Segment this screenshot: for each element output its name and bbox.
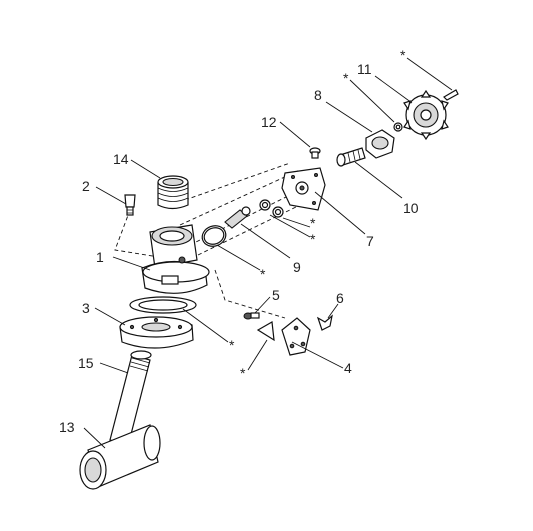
asterisk-washer-1: * xyxy=(310,215,316,231)
asterisk-o-ring: * xyxy=(260,266,266,282)
callout-13: 13 xyxy=(59,419,75,435)
part-9-stem xyxy=(224,206,251,229)
part-4-cover-plate xyxy=(281,317,311,356)
callout-4: 4 xyxy=(344,360,352,376)
small-washers xyxy=(259,199,284,218)
callout-15: 15 xyxy=(78,355,94,371)
callout-8: 8 xyxy=(314,87,322,103)
callout-5: 5 xyxy=(272,287,280,303)
callout-2: 2 xyxy=(82,178,90,194)
flat-gasket xyxy=(129,296,197,314)
callout-3: 3 xyxy=(82,300,90,316)
callout-10: 10 xyxy=(403,200,419,216)
part-1-valve-body xyxy=(141,224,210,294)
triangular-gasket xyxy=(256,321,275,342)
o-ring-large xyxy=(201,225,227,247)
asterisk-flat-gasket: * xyxy=(229,337,235,353)
part-15-tailpiece xyxy=(109,350,152,447)
part-14-threaded-nipple xyxy=(157,175,189,210)
callout-6: 6 xyxy=(336,290,344,306)
callout-11: 11 xyxy=(357,61,372,77)
callout-9: 9 xyxy=(293,259,301,275)
part-8-packing-nut xyxy=(365,129,395,159)
asterisk-washer: * xyxy=(343,70,349,86)
part-7-bonnet-plate xyxy=(281,167,326,211)
part-11-handwheel xyxy=(403,89,459,141)
callout-12: 12 xyxy=(261,114,277,130)
callout-14: 14 xyxy=(113,151,129,167)
part-12-screw xyxy=(309,147,321,159)
callout-labels: 1 2 3 4 5 6 7 8 9 10 11 12 13 14 15 xyxy=(59,61,419,435)
handle-washer xyxy=(393,122,403,132)
asterisk-markers: * * * * * * * xyxy=(229,47,406,381)
part-2-bolt xyxy=(124,194,136,216)
asterisk-triangular-gasket: * xyxy=(240,365,246,381)
part-6-wing-nut xyxy=(316,314,333,331)
asterisk-handle-stem: * xyxy=(400,47,406,63)
part-13-tee xyxy=(79,424,161,490)
part-10-spindle xyxy=(336,147,366,167)
part-5-screw xyxy=(243,312,260,320)
part-3-flange xyxy=(119,316,194,349)
callout-1: 1 xyxy=(96,249,104,265)
leader-lines xyxy=(83,57,453,449)
asterisk-washer-2: * xyxy=(310,231,316,247)
callout-7: 7 xyxy=(366,233,374,249)
